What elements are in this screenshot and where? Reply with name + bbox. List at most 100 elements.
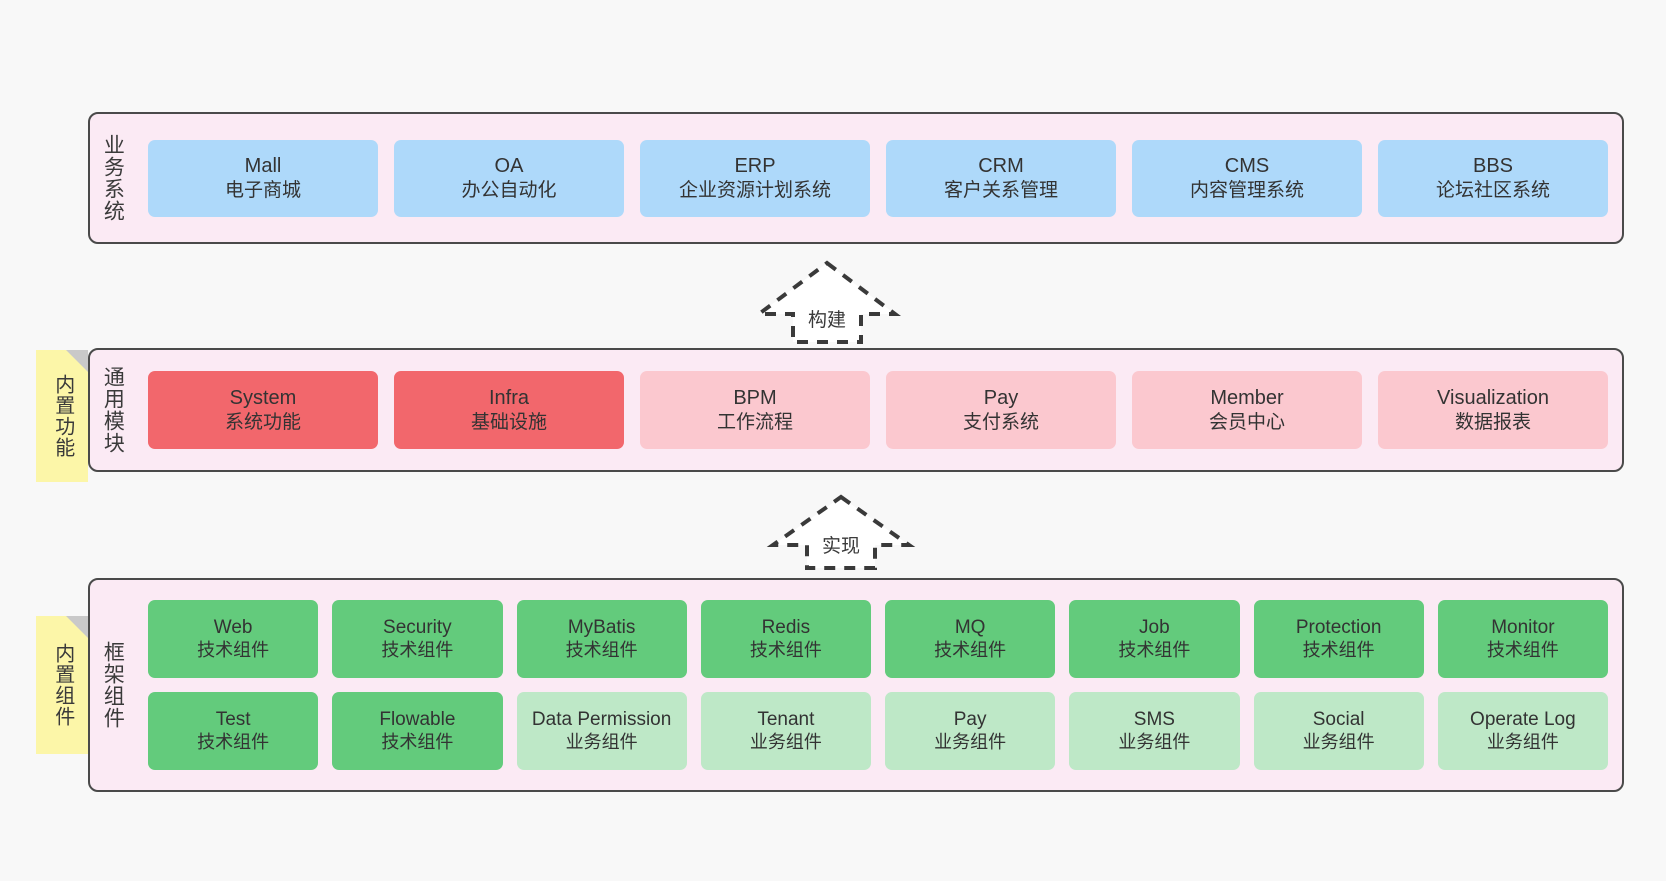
- card-system[interactable]: System 系统功能: [148, 371, 378, 449]
- card-mybatis-desc: 技术组件: [565, 639, 638, 660]
- layer-title-framework-component: 框架组件: [101, 641, 125, 729]
- card-social[interactable]: Social 业务组件: [1253, 692, 1424, 770]
- card-mq-desc: 技术组件: [934, 639, 1007, 660]
- card-flowable[interactable]: Flowable 技术组件: [332, 692, 503, 770]
- card-tenant-desc: 业务组件: [749, 731, 822, 752]
- card-test[interactable]: Test 技术组件: [148, 692, 319, 770]
- note-builtin-feature: 内置功能: [36, 350, 88, 482]
- card-member[interactable]: Member 会员中心: [1132, 371, 1362, 449]
- card-redis-desc: 技术组件: [749, 639, 822, 660]
- card-crm[interactable]: CRM 客户关系管理: [886, 139, 1116, 217]
- card-operate-log[interactable]: Operate Log 业务组件: [1437, 692, 1608, 770]
- card-oa[interactable]: OA 办公自动化: [394, 139, 624, 217]
- card-erp[interactable]: ERP 企业资源计划系统: [640, 139, 870, 217]
- note-builtin-feature-label: 内置功能: [51, 374, 74, 458]
- card-sms-name: SMS: [1133, 709, 1175, 731]
- card-mybatis[interactable]: MyBatis 技术组件: [516, 600, 687, 678]
- card-visualization-name: Visualization: [1437, 387, 1549, 410]
- card-data-permission[interactable]: Data Permission 业务组件: [516, 692, 687, 770]
- card-job-desc: 技术组件: [1118, 639, 1191, 660]
- card-job[interactable]: Job 技术组件: [1069, 600, 1240, 678]
- card-pay-component-name: Pay: [953, 709, 987, 731]
- card-system-name: System: [229, 387, 297, 410]
- note-fold-corner-icon: [66, 350, 88, 372]
- card-redis[interactable]: Redis 技术组件: [700, 600, 871, 678]
- build-arrow: 构建: [752, 258, 902, 346]
- card-data-permission-name: Data Permission: [531, 709, 672, 731]
- implement-arrow-label: 实现: [821, 536, 860, 557]
- card-job-name: Job: [1139, 617, 1170, 639]
- card-pay-module[interactable]: Pay 支付系统: [886, 371, 1116, 449]
- card-web[interactable]: Web 技术组件: [148, 600, 319, 678]
- card-crm-desc: 客户关系管理: [943, 179, 1058, 201]
- card-protection[interactable]: Protection 技术组件: [1253, 600, 1424, 678]
- layer-framework-component: 框架组件 Web 技术组件 Security 技术组件 MyBatis 技术组件…: [88, 578, 1624, 792]
- card-bbs[interactable]: BBS 论坛社区系统: [1378, 139, 1608, 217]
- card-social-name: Social: [1312, 709, 1365, 731]
- layer-common-module: 通用模块 System 系统功能 Infra 基础设施 BPM 工作流程 Pay…: [88, 348, 1624, 472]
- card-web-desc: 技术组件: [197, 639, 270, 660]
- implement-arrow: 实现: [766, 492, 916, 572]
- card-oa-desc: 办公自动化: [461, 179, 557, 201]
- card-monitor[interactable]: Monitor 技术组件: [1437, 600, 1608, 678]
- layer-body-common-module: System 系统功能 Infra 基础设施 BPM 工作流程 Pay 支付系统…: [134, 350, 1622, 470]
- framework-row-technical: Web 技术组件 Security 技术组件 MyBatis 技术组件 Redi…: [148, 600, 1608, 678]
- card-pay-module-name: Pay: [983, 387, 1019, 410]
- implement-arrow-icon: [766, 494, 916, 570]
- layer-title-business-system: 业务系统: [101, 134, 125, 222]
- card-sms[interactable]: SMS 业务组件: [1069, 692, 1240, 770]
- framework-row-business: Test 技术组件 Flowable 技术组件 Data Permission …: [148, 692, 1608, 770]
- card-bpm-name: BPM: [733, 387, 777, 410]
- card-pay-module-desc: 支付系统: [962, 411, 1039, 433]
- card-visualization[interactable]: Visualization 数据报表: [1378, 371, 1608, 449]
- build-arrow-label: 构建: [807, 310, 846, 331]
- card-mq-name: MQ: [954, 617, 986, 639]
- card-bbs-desc: 论坛社区系统: [1435, 179, 1550, 201]
- card-pay-component-desc: 业务组件: [934, 731, 1007, 752]
- card-infra-name: Infra: [488, 387, 530, 410]
- layer-business-system: 业务系统 Mall 电子商城 OA 办公自动化 ERP 企业资源计划系统 CRM…: [88, 112, 1624, 244]
- card-member-name: Member: [1210, 387, 1284, 410]
- layer-title-common-module: 通用模块: [101, 366, 125, 454]
- card-bpm-desc: 工作流程: [716, 411, 793, 433]
- card-member-desc: 会员中心: [1208, 411, 1285, 433]
- card-cms-name: CMS: [1224, 155, 1270, 178]
- card-security-desc: 技术组件: [381, 639, 454, 660]
- card-cms-desc: 内容管理系统: [1189, 179, 1304, 201]
- card-mall-name: Mall: [244, 155, 282, 178]
- card-tenant-name: Tenant: [757, 709, 815, 731]
- card-oa-name: OA: [494, 155, 524, 178]
- build-arrow-icon: [753, 260, 901, 344]
- card-social-desc: 业务组件: [1302, 731, 1375, 752]
- card-infra[interactable]: Infra 基础设施: [394, 371, 624, 449]
- card-crm-name: CRM: [978, 155, 1024, 178]
- card-flowable-desc: 技术组件: [381, 731, 454, 752]
- note-builtin-component-label: 内置组件: [51, 643, 74, 727]
- note-fold-corner-icon: [66, 616, 88, 638]
- card-protection-name: Protection: [1295, 617, 1382, 639]
- card-flowable-name: Flowable: [379, 709, 456, 731]
- card-security[interactable]: Security 技术组件: [332, 600, 503, 678]
- card-test-name: Test: [215, 709, 251, 731]
- card-monitor-desc: 技术组件: [1486, 639, 1559, 660]
- note-builtin-component: 内置组件: [36, 616, 88, 754]
- card-erp-name: ERP: [734, 155, 776, 178]
- card-visualization-desc: 数据报表: [1454, 411, 1531, 433]
- card-sms-desc: 业务组件: [1118, 731, 1191, 752]
- card-operate-log-desc: 业务组件: [1486, 731, 1559, 752]
- card-bbs-name: BBS: [1472, 155, 1514, 178]
- card-redis-name: Redis: [761, 617, 811, 639]
- card-protection-desc: 技术组件: [1302, 639, 1375, 660]
- card-infra-desc: 基础设施: [470, 411, 547, 433]
- card-security-name: Security: [383, 617, 452, 639]
- card-tenant[interactable]: Tenant 业务组件: [700, 692, 871, 770]
- card-web-name: Web: [213, 617, 253, 639]
- card-mq[interactable]: MQ 技术组件: [885, 600, 1056, 678]
- card-test-desc: 技术组件: [197, 731, 270, 752]
- card-mall[interactable]: Mall 电子商城: [148, 139, 378, 217]
- card-pay-component[interactable]: Pay 业务组件: [885, 692, 1056, 770]
- layer-body-framework-component: Web 技术组件 Security 技术组件 MyBatis 技术组件 Redi…: [134, 580, 1622, 790]
- card-cms[interactable]: CMS 内容管理系统: [1132, 139, 1362, 217]
- card-bpm[interactable]: BPM 工作流程: [640, 371, 870, 449]
